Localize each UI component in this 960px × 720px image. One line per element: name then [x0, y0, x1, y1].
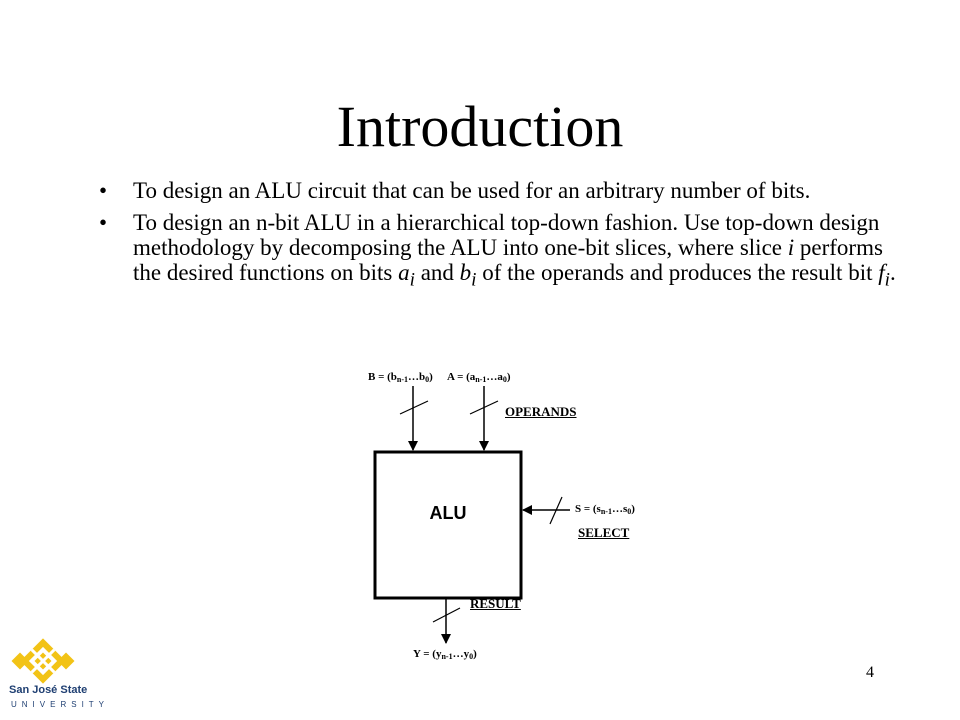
- bullet-marker: •: [99, 210, 108, 235]
- operands-label: OPERANDS: [505, 404, 577, 419]
- output-y-label: Y = (yn-1…y0): [413, 648, 477, 661]
- bullet-text: To design an n-bit ALU in a hierarchical…: [133, 210, 896, 291]
- select-bus-slash: [549, 496, 563, 525]
- logo-subtext: UNIVERSITY: [11, 700, 110, 709]
- page-number: 4: [866, 664, 874, 681]
- output-bus-slash: [432, 607, 461, 623]
- select-input-label: S = (sn-1…s0): [575, 503, 635, 516]
- select-label: SELECT: [578, 525, 630, 540]
- alu-label: ALU: [429, 503, 467, 523]
- bullet-marker: •: [99, 178, 108, 203]
- result-label: RESULT: [470, 596, 521, 611]
- logo-text: San José State: [9, 684, 88, 696]
- bullet-list: • To design an ALU circuit that can be u…: [98, 178, 898, 300]
- bullet-item: • To design an ALU circuit that can be u…: [98, 178, 898, 203]
- input-a-bus-slash: [469, 400, 499, 415]
- input-b-bus-slash: [399, 400, 429, 415]
- sjsu-logo-icon: [11, 638, 75, 684]
- bullet-item: • To design an n-bit ALU in a hierarchic…: [98, 210, 898, 293]
- bullet-text: To design an ALU circuit that can be use…: [133, 178, 811, 203]
- input-a-label: A = (an-1…a0): [447, 371, 511, 384]
- alu-box: [373, 450, 523, 600]
- input-b-label: B = (bn-1…b0): [368, 371, 433, 384]
- slide-title: Introduction: [336, 94, 624, 159]
